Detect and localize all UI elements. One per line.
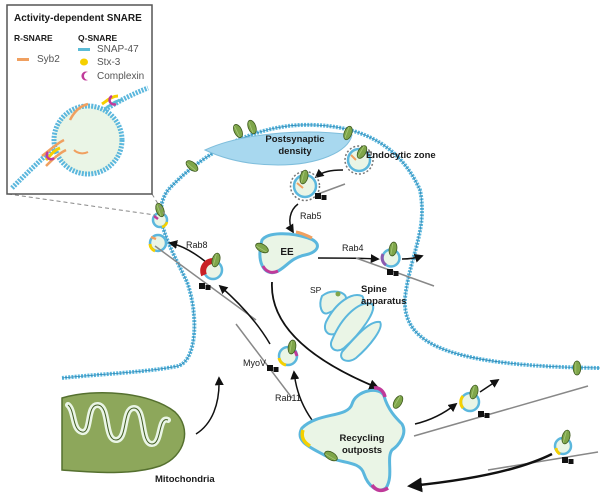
- actin-filament: [235, 323, 293, 399]
- psd-label-line1: Postsynaptic: [265, 134, 324, 145]
- endocytosis-arrow: [314, 168, 344, 179]
- sp-label: SP: [310, 285, 322, 295]
- rab8-label: Rab8: [186, 240, 208, 250]
- recycling-outposts-label-line2: outposts: [342, 445, 382, 456]
- rab11-label: Rab11: [275, 393, 301, 403]
- surface-receptor: [245, 118, 259, 136]
- myov-transport-arrow: [218, 284, 271, 345]
- psd-label-line2: density: [278, 146, 312, 157]
- ee-to-outposts-arrow: [271, 281, 380, 390]
- postsynaptic-density: [203, 131, 353, 166]
- spine-apparatus-label-line2: apparatus: [361, 296, 406, 307]
- rab8-vesicle: [200, 251, 224, 281]
- actin-filament: [487, 451, 599, 471]
- complexin-legend-label: Complexin: [97, 71, 144, 82]
- myosin-motor: [199, 283, 211, 290]
- rab4-arrow: [317, 254, 380, 264]
- myosin-motor: [267, 365, 279, 372]
- rab11-arrow: [290, 370, 313, 421]
- rab4-exit-arrow: [401, 254, 424, 263]
- surface-receptor: [572, 360, 582, 376]
- myov-label: MyoV: [243, 358, 266, 368]
- spine-apparatus-label-line1: Spine: [361, 284, 387, 295]
- ee-label: EE: [280, 247, 294, 258]
- fusing-vesicle: [148, 233, 168, 253]
- snare-inset: Activity-dependent SNARE R-SNARE Q-SNARE…: [6, 4, 153, 195]
- endocytic-zone-label: Endocytic zone: [366, 150, 436, 161]
- outpost-receptor: [390, 393, 406, 411]
- inset-connector: [7, 193, 156, 216]
- rab4-label: Rab4: [342, 243, 364, 253]
- recycling-outposts: [298, 388, 406, 492]
- myosin-motor: [478, 411, 490, 418]
- exit-to-surface-arrow: [479, 379, 500, 393]
- recycling-outposts-label-line1: Recycling: [340, 433, 385, 444]
- q-snare-header: Q-SNARE: [78, 33, 118, 43]
- exit-vesicle: [459, 383, 481, 413]
- actin-filament: [317, 183, 346, 195]
- docked-vesicle: [151, 201, 169, 229]
- incoming-arrow: [407, 452, 553, 493]
- clathrin-coated-pit: [344, 143, 374, 175]
- myosin-motor: [562, 457, 574, 464]
- snap47-legend-label: SNAP-47: [97, 44, 139, 55]
- stx3-legend-label: Stx-3: [97, 57, 121, 68]
- myosin-motor: [315, 193, 327, 200]
- inset-vesicle: [51, 103, 125, 177]
- incoming-vesicle: [553, 428, 573, 456]
- mitochondrion: [61, 391, 186, 474]
- rab8-arrow: [168, 240, 207, 263]
- actin-filament: [154, 245, 257, 321]
- rab4-vesicle: [380, 241, 401, 268]
- syb2-legend-label: Syb2: [37, 54, 60, 65]
- syb2-swatch: [17, 58, 29, 61]
- rab11-vesicle: [277, 339, 299, 367]
- stx3-swatch: [80, 58, 88, 66]
- outpost-exit-arrow: [414, 402, 458, 425]
- rab5-label: Rab5: [300, 211, 322, 221]
- rab5-arrow: [285, 203, 299, 234]
- inset-title: Activity-dependent SNARE: [14, 13, 142, 24]
- mitochondria-label: Mitochondria: [155, 474, 215, 485]
- snap47-swatch: [78, 48, 90, 51]
- mitochondria-arrow: [195, 376, 224, 435]
- clathrin-coated-vesicle: [289, 168, 321, 202]
- r-snare-header: R-SNARE: [14, 33, 53, 43]
- complexin-swatch: [81, 71, 88, 81]
- sp-molecule: [335, 291, 341, 297]
- actin-filament: [413, 385, 589, 437]
- myosin-motor: [387, 269, 399, 276]
